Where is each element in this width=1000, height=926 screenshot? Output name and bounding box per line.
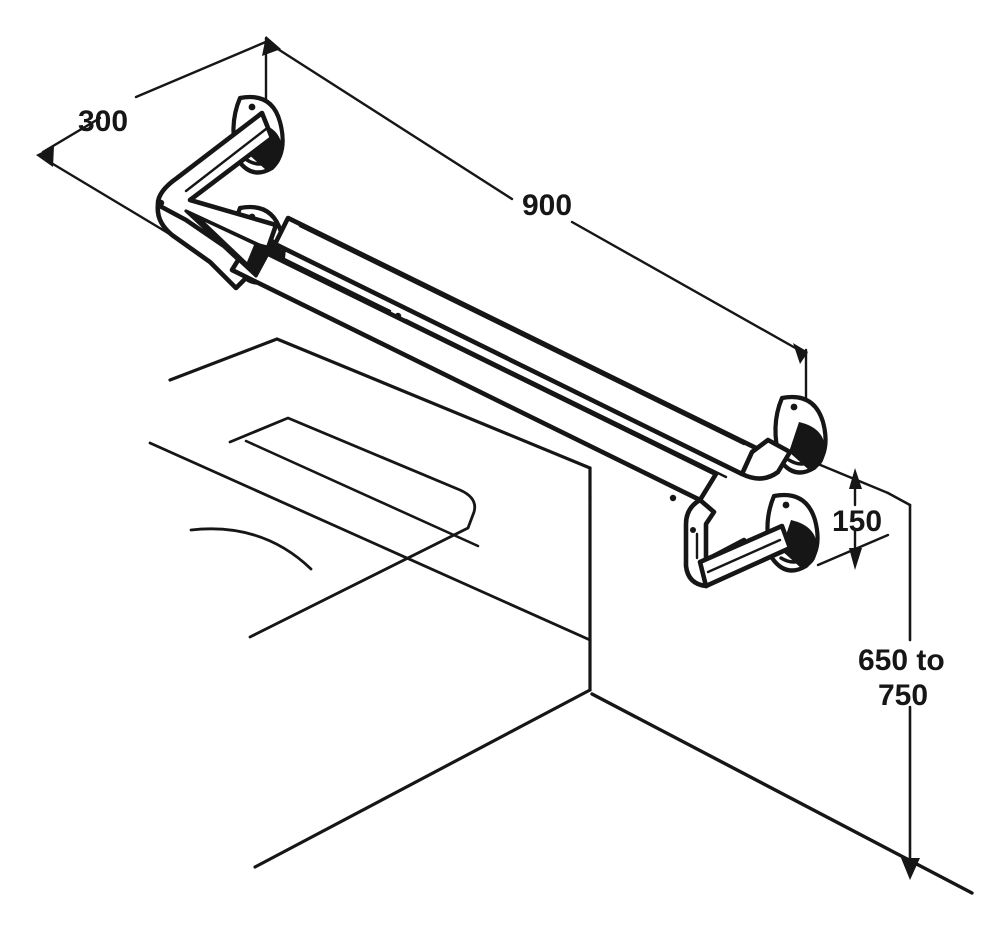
rail-corner-gusset — [184, 209, 272, 278]
dimension-150-label: 150 — [832, 505, 882, 538]
dimension-900-label: 900 — [522, 189, 572, 222]
bath-slope-arc — [189, 527, 313, 571]
bath-tub-outline — [148, 337, 592, 869]
dimension-height — [886, 491, 920, 880]
dimension-height-label-line2: 750 — [878, 679, 928, 712]
rail-joint-marks — [157, 199, 696, 533]
dimension-300-label: 300 — [78, 105, 128, 138]
dimension-height-label-line1: 650 to — [858, 644, 945, 677]
bath-inner-basin — [228, 416, 477, 639]
grab-rail-highlights — [184, 127, 782, 574]
dimension-150 — [816, 462, 890, 570]
dimension-900 — [262, 36, 808, 412]
